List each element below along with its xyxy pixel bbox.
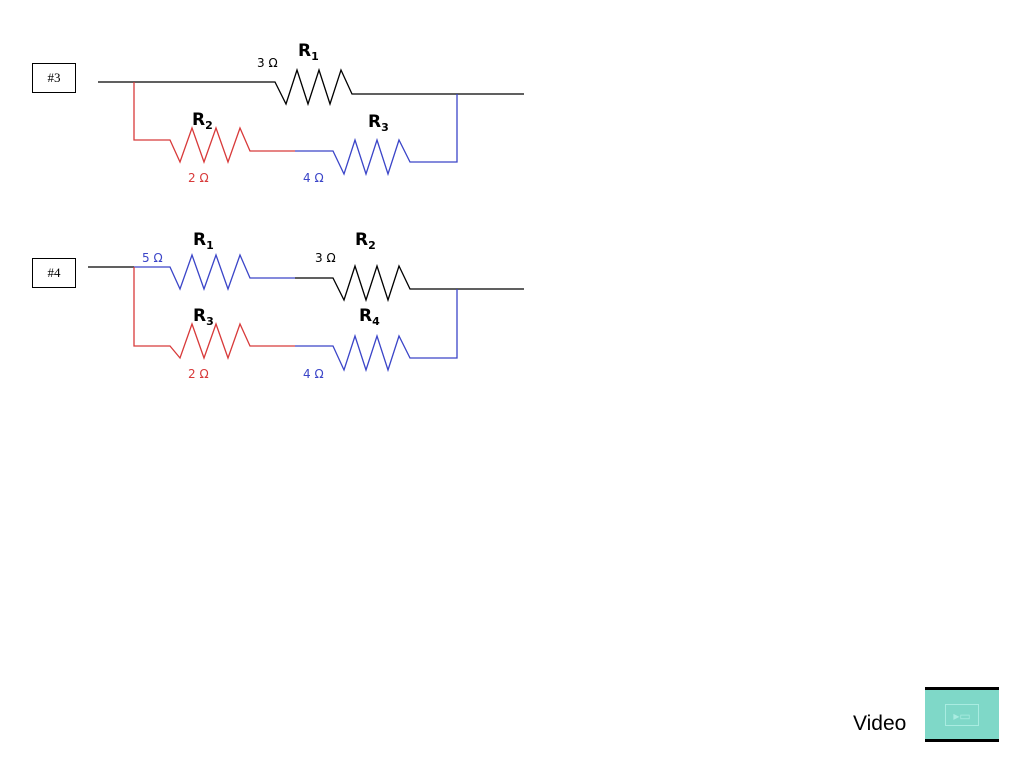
circuit-4-r2-value: 3 Ω: [315, 251, 336, 265]
svg-text:R1: R1: [298, 41, 319, 63]
svg-text:R4: R4: [359, 306, 380, 328]
svg-text:R3: R3: [193, 306, 214, 328]
circuit-3-r2-branch: [133, 82, 295, 164]
circuit-3-top-wire: [98, 67, 524, 107]
circuit-3: R1 3 Ω R2 2 Ω R3 4 Ω: [98, 41, 524, 185]
video-clip-icon: ▸▭: [945, 704, 979, 726]
circuit-3-r3-branch: [295, 94, 458, 177]
problem-3-label: #3: [32, 63, 76, 93]
problem-4-label-text: #4: [47, 265, 61, 280]
circuit-4-r4-label: R4: [359, 306, 380, 328]
circuit-4-r2-label: R2: [355, 230, 376, 252]
circuit-3-r2-value: 2 Ω: [188, 171, 209, 185]
circuit-4-r4-branch: [295, 289, 458, 373]
circuit-4-r4-value: 4 Ω: [303, 367, 324, 381]
circuit-4-r1-label: R1: [193, 230, 214, 252]
circuit-4: R1 5 Ω R2 3 Ω R3 2 Ω R4 4 Ω: [88, 230, 524, 381]
circuit-4-r3-label: R3: [193, 306, 214, 328]
circuit-3-r3-value: 4 Ω: [303, 171, 324, 185]
video-label: Video: [853, 712, 907, 735]
circuit-4-r1-branch: [134, 253, 295, 291]
circuit-4-r2-branch: [295, 263, 524, 303]
circuit-3-r1-label: R1: [298, 41, 319, 63]
svg-text:R2: R2: [192, 110, 213, 132]
circuit-3-r3-label: R3: [368, 112, 389, 134]
svg-text:R1: R1: [193, 230, 214, 252]
circuit-4-r3-branch: [133, 267, 295, 360]
video-button[interactable]: ▸▭: [925, 687, 999, 742]
circuit-4-r1-value: 5 Ω: [142, 251, 163, 265]
problem-4-label: #4: [32, 258, 76, 288]
circuit-3-r1-value: 3 Ω: [257, 56, 278, 70]
problem-3-label-text: #3: [47, 70, 61, 85]
circuit-3-r2-label: R2: [192, 110, 213, 132]
svg-text:R3: R3: [368, 112, 389, 134]
circuit-4-r3-value: 2 Ω: [188, 367, 209, 381]
svg-text:R2: R2: [355, 230, 376, 252]
